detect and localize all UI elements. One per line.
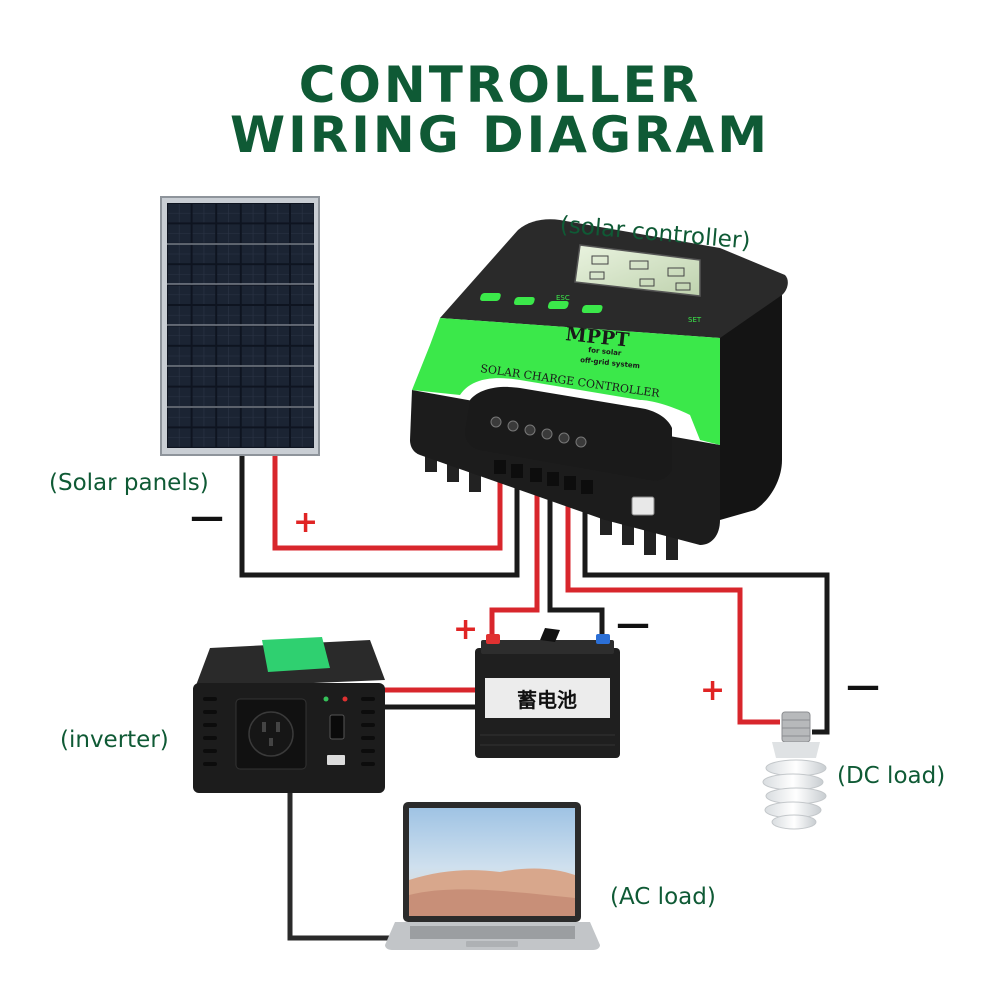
inverter-power-switch [329,714,345,740]
battery-positive-terminal [486,634,500,644]
controller-tagline-1: for solar [588,346,622,357]
solar-positive-wire [272,455,503,551]
dc-load-negative-marker: — [846,666,880,706]
ac-load-cable [287,790,395,941]
inverter [193,637,385,793]
solar-negative-marker: — [190,497,224,537]
battery-negative-wire [547,470,605,640]
inverter-led-green [323,696,329,702]
controller-lcd [574,244,701,297]
ac-load-laptop [385,802,600,950]
battery-label: 蓄电池 [517,688,577,712]
controller-usb-port [631,496,655,516]
dc-load-bulb [762,711,827,830]
controller-terminals [490,416,587,448]
battery-negative-marker: — [616,604,650,644]
label-ac-load: (AC load) [610,884,716,910]
battery-positive-marker: + [453,612,479,647]
battery-negative-terminal [596,634,610,644]
solar-negative-wire [239,455,520,578]
dc-load-positive-marker: + [700,673,726,708]
diagram-title-line2: WIRING DIAGRAM [230,106,770,164]
label-inverter: (inverter) [60,727,169,753]
controller-set-label: SET [688,316,702,324]
controller-buttons [480,293,603,313]
dc-load-negative-wire [582,485,830,735]
label-solar-panels: (Solar panels) [49,470,209,496]
controller-sockets [494,460,593,494]
solar-controller: ESC SET MPPT for solar off-grid system S… [410,219,788,560]
dc-load-positive-wire [565,485,780,725]
label-dc-load: (DC load) [837,763,946,789]
battery-positive-wire [489,470,540,640]
solar-panel [160,196,320,456]
inverter-usb-port [327,755,345,765]
battery: 蓄电池 [475,628,620,758]
solar-positive-marker: + [293,505,319,540]
diagram-title-line1: CONTROLLER [298,56,702,114]
inverter-led-red [342,696,348,702]
controller-esc-label: ESC [556,294,570,302]
wires [239,455,830,941]
